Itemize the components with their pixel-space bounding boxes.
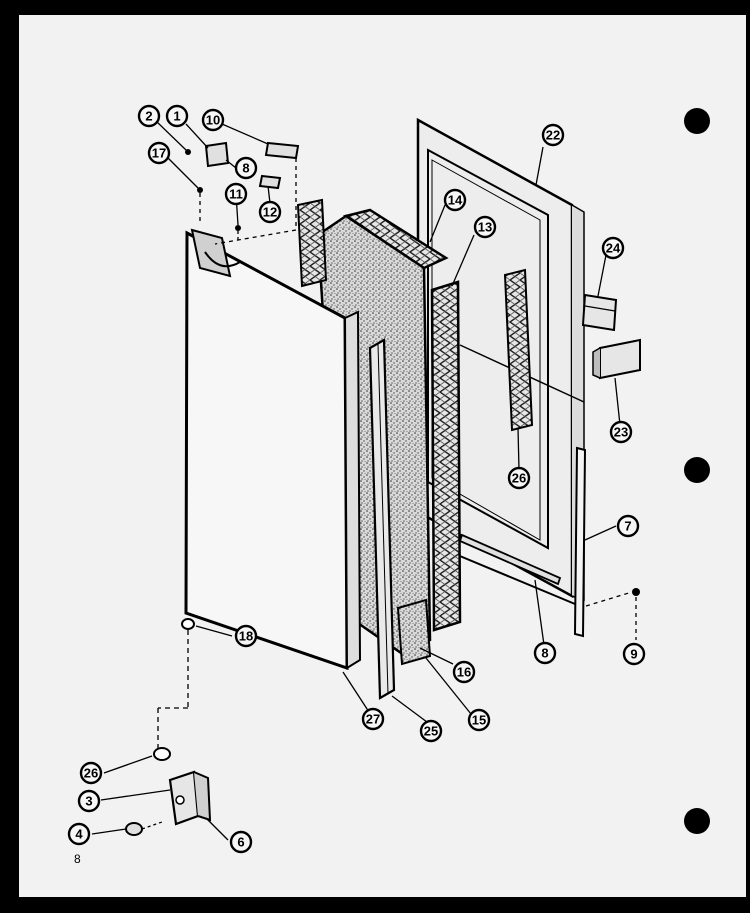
callout-circle bbox=[443, 188, 467, 212]
callout-label: 27 bbox=[366, 712, 380, 727]
callout-circle bbox=[361, 707, 385, 731]
binder-holes bbox=[684, 108, 710, 834]
callout-label: 15 bbox=[472, 713, 486, 728]
callout-circle bbox=[533, 641, 557, 665]
shelf-bracket bbox=[581, 293, 618, 332]
callout-c1: 1 bbox=[165, 104, 189, 128]
callout-label: 17 bbox=[152, 146, 166, 161]
right-fastener bbox=[585, 588, 640, 640]
callout-c6: 6 bbox=[229, 830, 253, 854]
callout-circle bbox=[541, 123, 565, 147]
top-hinge-hardware bbox=[185, 141, 300, 245]
callout-label: 25 bbox=[424, 724, 438, 739]
callout-circle bbox=[452, 660, 476, 684]
callout-circle bbox=[234, 624, 258, 648]
callout-c25: 25 bbox=[419, 719, 443, 743]
callout-circle bbox=[616, 514, 640, 538]
callout-c3: 3 bbox=[77, 789, 101, 813]
callout-circle bbox=[609, 420, 633, 444]
callout-c7: 7 bbox=[616, 514, 640, 538]
callout-c18: 18 bbox=[234, 624, 258, 648]
right-gasket-strip bbox=[430, 280, 462, 632]
callout-c2: 2 bbox=[137, 104, 161, 128]
callout-c13: 13 bbox=[473, 215, 497, 239]
callout-circle bbox=[234, 156, 258, 180]
callout-circle bbox=[419, 719, 443, 743]
callout-circle bbox=[507, 466, 531, 490]
bottom-hinge-hardware bbox=[125, 618, 212, 836]
callout-c4: 4 bbox=[67, 822, 91, 846]
callout-c27: 27 bbox=[361, 707, 385, 731]
callout-c23: 23 bbox=[609, 420, 633, 444]
callout-circle bbox=[77, 789, 101, 813]
callout-label: 7 bbox=[624, 519, 631, 534]
callout-circle bbox=[622, 642, 646, 666]
liner-strip bbox=[503, 268, 534, 432]
callout-c15: 15 bbox=[467, 708, 491, 732]
callout-label: 6 bbox=[237, 835, 244, 850]
callout-label: 3 bbox=[85, 794, 92, 809]
callout-c12: 12 bbox=[258, 200, 282, 224]
callout-circle bbox=[137, 104, 161, 128]
callout-label: 14 bbox=[448, 193, 463, 208]
callout-c8a: 8 bbox=[234, 156, 258, 180]
callout-c8b: 8 bbox=[533, 641, 557, 665]
callout-circle bbox=[224, 182, 248, 206]
callout-c26a: 26 bbox=[507, 466, 531, 490]
callout-c17: 17 bbox=[147, 141, 171, 165]
callout-circle bbox=[79, 761, 103, 785]
callout-label: 24 bbox=[606, 241, 621, 256]
callout-c10: 10 bbox=[201, 108, 225, 132]
callout-circle bbox=[601, 236, 625, 260]
callout-circle bbox=[473, 215, 497, 239]
callout-group: 2 1 10 17 8 11 12 22 14 13 24 23 26 7 9 8 18 16 27 25 15 26 3 4… bbox=[67, 104, 646, 854]
callout-circle bbox=[229, 830, 253, 854]
callout-label: 1 bbox=[173, 109, 180, 124]
callout-c14: 14 bbox=[443, 188, 467, 212]
callout-label: 18 bbox=[239, 629, 253, 644]
callout-circle bbox=[467, 708, 491, 732]
callout-label: 22 bbox=[546, 128, 560, 143]
callout-c24: 24 bbox=[601, 236, 625, 260]
vertical-trim bbox=[368, 338, 396, 700]
callout-c11: 11 bbox=[224, 182, 248, 206]
door-stop-block bbox=[592, 338, 641, 380]
callout-c26b: 26 bbox=[79, 761, 103, 785]
callout-label: 13 bbox=[478, 220, 492, 235]
callout-label: 23 bbox=[614, 425, 628, 440]
callout-label: 16 bbox=[457, 665, 471, 680]
callout-circle bbox=[147, 141, 171, 165]
callout-c9: 9 bbox=[622, 642, 646, 666]
callout-label: 26 bbox=[84, 766, 98, 781]
callout-label: 4 bbox=[75, 827, 83, 842]
bottom-foam bbox=[396, 598, 432, 666]
callout-label: 2 bbox=[145, 109, 152, 124]
callout-label: 12 bbox=[263, 205, 277, 220]
callout-circle bbox=[201, 108, 225, 132]
callout-label: 11 bbox=[229, 187, 243, 202]
callout-c22: 22 bbox=[541, 123, 565, 147]
callout-circle bbox=[258, 200, 282, 224]
callout-label: 26 bbox=[512, 471, 526, 486]
outer-door-panel bbox=[184, 228, 362, 671]
callout-circle bbox=[165, 104, 189, 128]
callout-label: 8 bbox=[242, 161, 249, 176]
callout-label: 9 bbox=[630, 647, 637, 662]
left-gasket-strip bbox=[296, 198, 328, 288]
callout-label: 8 bbox=[541, 646, 548, 661]
footer-mark: 8 bbox=[74, 852, 81, 866]
shelf-frame bbox=[454, 446, 587, 638]
callout-circle bbox=[67, 822, 91, 846]
callout-c16: 16 bbox=[452, 660, 476, 684]
callout-label: 10 bbox=[206, 113, 220, 128]
